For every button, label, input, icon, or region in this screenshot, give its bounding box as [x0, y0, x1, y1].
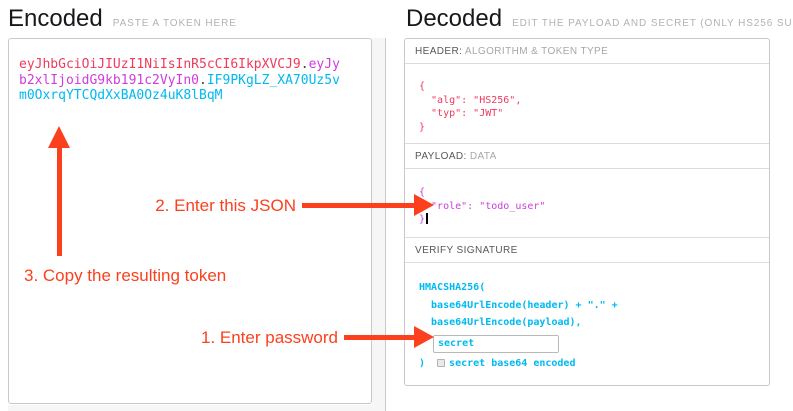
annotation-step1: 1. Enter password	[200, 328, 338, 347]
code-line: }	[419, 213, 759, 227]
encoded-title: Encoded	[8, 5, 103, 32]
annotation-step2: 2. Enter this JSON	[155, 196, 296, 215]
step3-arrow-up-icon	[48, 126, 70, 148]
token-segment-signature: m0OxrqYTCQdXxBA0Oz4uK8lBqM	[19, 88, 223, 103]
code-line: }	[419, 121, 426, 133]
signature-footer: ) secret base64 encoded	[419, 355, 759, 373]
decoded-heading: Decoded EDIT THE PAYLOAD AND SECRET (ONL…	[406, 5, 793, 33]
base64-encoded-checkbox[interactable]	[437, 359, 446, 368]
step3-arrow-line	[57, 146, 62, 256]
signature-section-title: VERIFY SIGNATURE	[405, 238, 769, 263]
code-line: base64UrlEncode(header) + "." +	[419, 299, 618, 311]
token-segment-dot: .	[300, 57, 309, 72]
signature-block: HMACSHA256( base64UrlEncode(header) + ".…	[405, 263, 769, 385]
code-line: HMACSHA256(	[419, 282, 486, 293]
payload-json-editor[interactable]: { "role": "todo_user"}	[405, 169, 769, 238]
signature-section-label: VERIFY SIGNATURE	[415, 245, 518, 256]
decoded-panel: HEADER: ALGORITHM & TOKEN TYPE { "alg": …	[404, 38, 770, 386]
payload-section-label: PAYLOAD:	[415, 151, 467, 162]
token-segment-signature: IF9PKgLZ_XA70Uz5v	[206, 72, 340, 88]
token-segment-dot: .	[199, 72, 207, 88]
step1-arrow-line	[344, 335, 414, 340]
step2-arrow-line	[302, 203, 414, 208]
token-text: eyJhbGciOiJIUzI1NiIsInR5cCI6IkpXVCJ9.eyJ…	[19, 57, 361, 104]
token-area-footer-strip	[8, 405, 372, 411]
token-segment-payload: b2xlIjoidG9kb191c2VyIn0	[19, 72, 200, 88]
panel-divider	[372, 38, 386, 411]
closing-paren: )	[419, 357, 432, 369]
signature-code-lines: HMACSHA256( base64UrlEncode(header) + ".…	[419, 279, 759, 332]
header-section-label: HEADER:	[415, 46, 463, 57]
code-line: {	[419, 187, 426, 198]
header-section-title: HEADER: ALGORITHM & TOKEN TYPE	[405, 39, 769, 64]
payload-section-sublabel: DATA	[466, 151, 497, 162]
code-line: "role": "todo_user"	[419, 200, 546, 212]
encoded-token-input[interactable]: eyJhbGciOiJIUzI1NiIsInR5cCI6IkpXVCJ9.eyJ…	[8, 38, 372, 404]
decoded-title: Decoded	[406, 5, 503, 32]
token-segment-header: eyJhbGciOiJIUzI1NiIsInR5cCI6IkpXVCJ9	[19, 57, 301, 72]
payload-section-title: PAYLOAD: DATA	[405, 144, 769, 169]
step1-arrow-right-icon	[414, 326, 434, 348]
code-line: "typ": "JWT"	[419, 108, 504, 119]
code-line: {	[419, 81, 426, 92]
encoded-subtitle: PASTE A TOKEN HERE	[112, 18, 237, 29]
decoded-subtitle: EDIT THE PAYLOAD AND SECRET (ONLY HS256 …	[512, 18, 793, 29]
code-line: base64UrlEncode(payload),	[419, 317, 582, 328]
base64-encoded-label: secret base64 encoded	[449, 357, 576, 369]
annotation-step3: 3. Copy the resulting token	[24, 266, 227, 285]
secret-input[interactable]	[433, 334, 559, 353]
token-segment-payload: eyJy	[308, 57, 340, 72]
encoded-heading: Encoded PASTE A TOKEN HERE	[8, 5, 237, 33]
header-json-editor[interactable]: { "alg": "HS256", "typ": "JWT"}	[405, 64, 769, 144]
code-line: "alg": "HS256",	[419, 94, 522, 106]
header-section-sublabel: ALGORITHM & TOKEN TYPE	[462, 46, 609, 57]
step2-arrow-right-icon	[414, 194, 434, 216]
text-cursor	[426, 213, 428, 224]
